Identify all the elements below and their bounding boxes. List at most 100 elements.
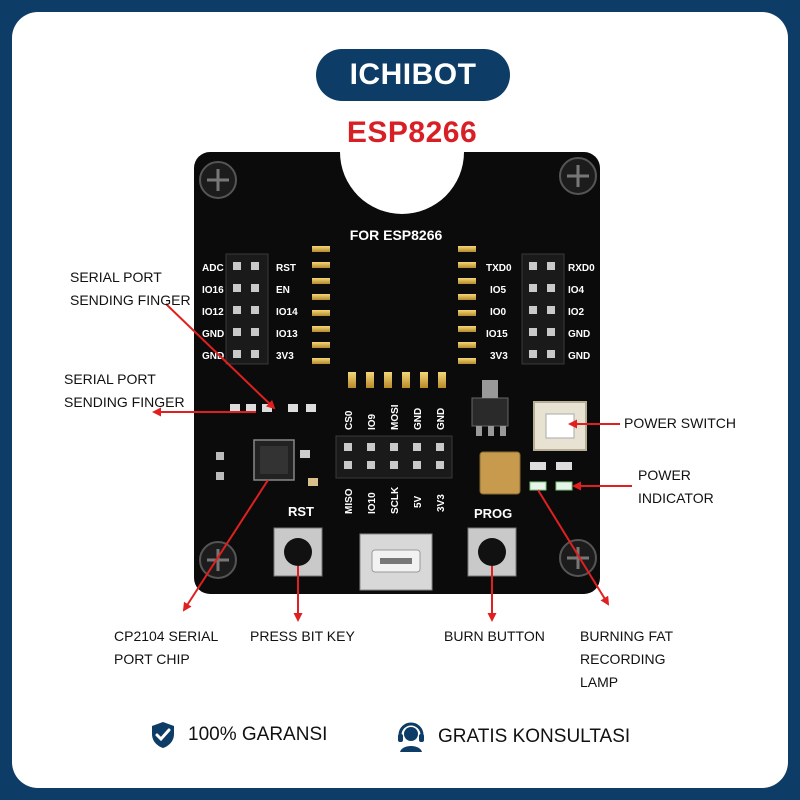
pin-label: IO4 [568, 285, 585, 296]
spi-label: IO9 [367, 413, 378, 430]
header-pin [547, 328, 555, 336]
pin-label: GND [202, 329, 224, 340]
socket-pin [458, 358, 476, 364]
spi-label: 3V3 [436, 494, 447, 512]
header-pin [529, 262, 537, 270]
callout-serial-port-1: SERIAL PORT SENDING FINGER [70, 269, 191, 308]
guarantee-text: 100% GARANSI [188, 724, 328, 745]
voltage-regulator [471, 380, 509, 436]
pin-label: GND [568, 351, 590, 362]
smd-components [216, 372, 446, 486]
arrow-cp2104 [182, 479, 269, 612]
socket-pin [312, 326, 330, 332]
spi-label: SCLK [390, 486, 401, 514]
pin-label: IO0 [490, 307, 507, 318]
spi-label: GND [436, 408, 447, 430]
header-pin [233, 262, 241, 270]
pin-label: IO16 [202, 285, 224, 296]
consult-text: GRATIS KONSULTASI [438, 726, 631, 747]
pin-label: GND [568, 329, 590, 340]
pin-label: IO13 [276, 329, 298, 340]
socket-pin [312, 310, 330, 316]
callout-power-indicator: POWER INDICATOR [638, 467, 714, 506]
pin-label: IO15 [486, 329, 508, 340]
callout-burn-button: BURN BUTTON [444, 628, 545, 644]
callout-arrows [152, 303, 632, 622]
arrow-serial-port-1 [165, 303, 276, 410]
socket-pin [458, 310, 476, 316]
socket-pin [458, 326, 476, 332]
pin-label: IO14 [276, 307, 298, 318]
spi-label: MISO [344, 488, 355, 514]
brand-badge: ICHIBOT [316, 49, 510, 101]
pin-label: 3V3 [276, 351, 294, 362]
header-pin [233, 284, 241, 292]
burn-indicator-led [529, 481, 547, 491]
spi-pin [413, 461, 421, 469]
spi-pin [436, 443, 444, 451]
pin-label: TXD0 [486, 263, 512, 274]
power-switch[interactable] [533, 401, 587, 451]
socket-pin [458, 294, 476, 300]
header-pin [251, 284, 259, 292]
mounting-screw [199, 161, 237, 199]
pin-label: 3V3 [490, 351, 508, 362]
socket-pin [458, 278, 476, 284]
socket-pin [312, 342, 330, 348]
callout-burning-lamp: BURNING FAT RECORDING LAMP [580, 628, 674, 690]
board-title: FOR ESP8266 [350, 227, 443, 243]
arrow-burning-lamp [537, 489, 610, 606]
spi-label: IO10 [367, 492, 378, 514]
product-title: ESP8266 [346, 116, 478, 149]
header-pin [547, 262, 555, 270]
pin-label: IO12 [202, 307, 224, 318]
callout-power-switch: POWER SWITCH [624, 415, 736, 431]
cp2104-chip [253, 439, 295, 481]
mounting-screw [559, 157, 597, 195]
header-pin [233, 328, 241, 336]
callout-cp2104: CP2104 SERIAL PORT CHIP [114, 628, 219, 667]
spi-pin [344, 443, 352, 451]
product-card: ICHIBOT ESP8266 [12, 12, 788, 788]
rst-label: RST [288, 504, 314, 519]
spi-pin [344, 461, 352, 469]
pin-label: IO5 [490, 285, 507, 296]
left-pin-header [225, 253, 269, 365]
micro-usb-port[interactable] [359, 533, 433, 591]
pcb-board [194, 152, 600, 594]
socket-pins-left [312, 246, 330, 364]
pin-label: RXD0 [568, 263, 595, 274]
socket-pin [458, 246, 476, 252]
header-pin [547, 350, 555, 358]
spi-label: MOSI [390, 404, 401, 430]
socket-pin [312, 246, 330, 252]
header-pin [251, 262, 259, 270]
header-pin [233, 306, 241, 314]
spi-pin [390, 461, 398, 469]
shield-check-icon [152, 722, 174, 748]
callout-serial-port-2: SERIAL PORT SENDING FINGER [64, 371, 185, 410]
header-pin [233, 350, 241, 358]
spi-pin [367, 443, 375, 451]
header-pin [529, 284, 537, 292]
support-headset-icon [398, 722, 424, 752]
header-pin [547, 284, 555, 292]
header-pin [529, 306, 537, 314]
header-pin [529, 350, 537, 358]
callout-press-bit-key: PRESS BIT KEY [250, 628, 355, 644]
spi-pin [436, 461, 444, 469]
power-indicator-led [555, 481, 573, 491]
mounting-screw [199, 541, 237, 579]
pin-label: RST [276, 263, 296, 274]
consult-badge: GRATIS KONSULTASI [394, 720, 630, 754]
spi-pin [390, 443, 398, 451]
socket-pin [312, 262, 330, 268]
pin-label: ADC [202, 263, 224, 274]
spi-label: GND [413, 408, 424, 430]
spi-label: CS0 [344, 410, 355, 430]
socket-pin [312, 358, 330, 364]
spi-pin [367, 461, 375, 469]
spi-label: 5V [413, 495, 424, 508]
right-pin-header [521, 253, 565, 365]
header-pin [251, 306, 259, 314]
